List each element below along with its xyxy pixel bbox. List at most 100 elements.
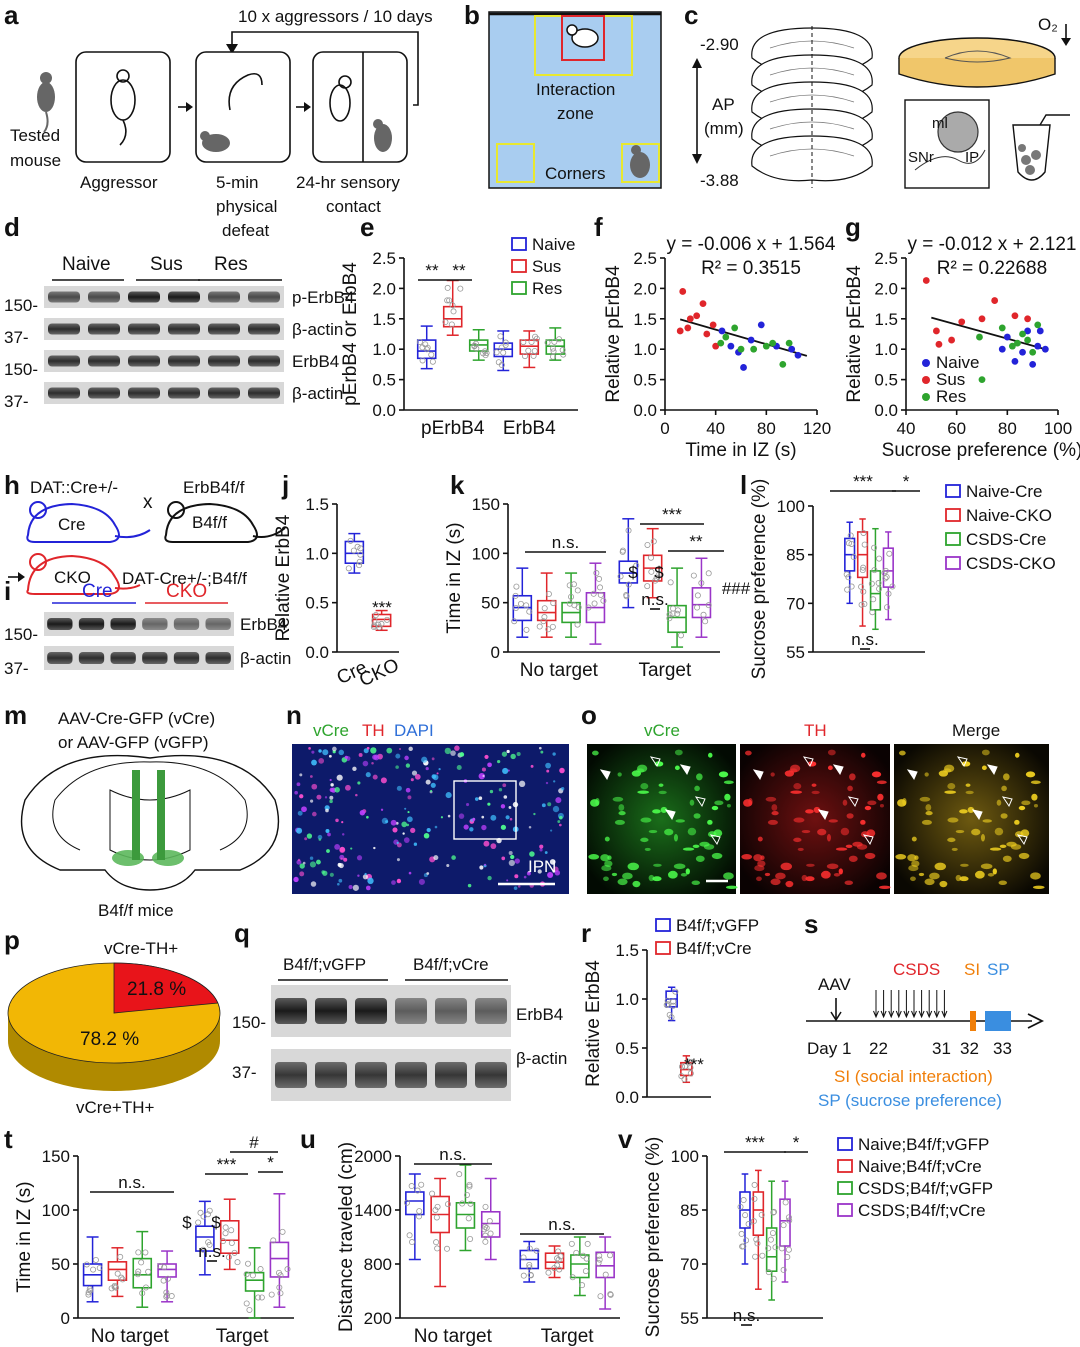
data-point (884, 604, 891, 611)
row-label-1: β-actin (292, 320, 343, 339)
mw-label-1: 37- (232, 1063, 257, 1082)
cell (652, 809, 661, 814)
cell (430, 782, 436, 788)
cell (436, 772, 439, 775)
chart-u-box-6 (568, 1236, 591, 1297)
chart-f-point-green-6 (769, 339, 777, 347)
data-point (433, 1239, 440, 1246)
cell (703, 844, 715, 850)
cell (757, 836, 763, 842)
cell (560, 787, 565, 791)
mice-label: B4f/f mice (98, 901, 174, 920)
cell (801, 829, 811, 834)
chart-f-point-blue-4 (747, 336, 755, 344)
data-point (770, 1209, 777, 1216)
day-31: 31 (932, 1039, 951, 1058)
chart-v-box-3 (778, 1180, 793, 1283)
blot-band (88, 291, 120, 303)
box-iqr (882, 547, 894, 588)
box-iqr (869, 570, 882, 611)
virus-label-2: or AAV-GFP (vGFP) (58, 733, 209, 752)
chart-f-point-green-1 (722, 333, 730, 341)
cell (588, 854, 600, 860)
chart-g-xtick-label: 60 (947, 419, 966, 438)
data-point (617, 573, 624, 580)
cell (390, 819, 397, 826)
cell (404, 807, 407, 810)
chart-g-point-green-3 (1014, 339, 1021, 347)
cell (640, 837, 649, 843)
cell (726, 804, 731, 808)
cell (1018, 852, 1030, 860)
chart-r-ylabel: Relative ErbB4 (583, 960, 604, 1087)
chart-l-box-2 (868, 527, 883, 631)
cell (407, 811, 410, 814)
cell (711, 805, 719, 811)
data-point (644, 541, 651, 548)
chart-r-box-1 (678, 1055, 695, 1084)
cell (293, 876, 299, 883)
blot-band (128, 355, 160, 367)
data-point (619, 547, 626, 554)
cell (813, 806, 821, 814)
cell (440, 816, 444, 819)
data-point (545, 626, 552, 633)
cross-arrow-icon (18, 572, 25, 582)
cell (685, 868, 690, 875)
data-point (860, 588, 867, 595)
data-point (550, 600, 557, 607)
blot-band (208, 291, 240, 303)
chart-e-box-5 (544, 327, 567, 361)
data-point (449, 302, 456, 309)
arrowhead-icon (802, 756, 814, 768)
panel-letter-c: c (684, 0, 698, 30)
cell (811, 790, 820, 795)
cell (373, 846, 376, 850)
data-point (674, 610, 681, 617)
chart-k-box-0 (511, 567, 533, 638)
chart-g-point-green-1 (998, 324, 1006, 332)
data-point (528, 338, 535, 345)
cell (1015, 752, 1020, 758)
cell (1003, 773, 1010, 781)
cell (328, 754, 332, 758)
csds-arrow-icon (941, 1010, 948, 1019)
corner-left (496, 143, 535, 183)
data-point (670, 998, 677, 1005)
panel-letter-h: h (4, 470, 20, 500)
cell (391, 880, 396, 885)
data-point (868, 580, 875, 587)
target-mouse-icon (566, 24, 599, 48)
cell (357, 781, 361, 785)
data-point (740, 1197, 747, 1204)
coronal-brain (20, 754, 280, 891)
arrowhead-icon (832, 764, 844, 776)
cell (907, 854, 917, 862)
legend-v-label-1: Naive;B4f/f;vCre (858, 1157, 982, 1176)
enclosure (561, 15, 605, 61)
cell (406, 823, 410, 827)
cell (306, 833, 313, 839)
cell (618, 810, 626, 816)
aggressor-label: Aggressor (80, 173, 158, 192)
cell (343, 857, 348, 862)
cell (559, 815, 563, 820)
cell (944, 790, 957, 794)
box-iqr (416, 339, 437, 360)
chart-g-legend-2: Res (936, 387, 966, 406)
cell (490, 814, 497, 821)
cell (508, 851, 513, 856)
cell (785, 880, 794, 888)
defeat-label-3: defeat (222, 221, 270, 240)
box-iqr (132, 1257, 153, 1289)
chart-e-box-2 (468, 328, 490, 361)
csds-arrow-icon (888, 1010, 895, 1019)
cell (980, 833, 985, 842)
cell (309, 861, 317, 868)
cell (407, 795, 412, 800)
data-point (163, 1289, 170, 1296)
cell (466, 803, 470, 807)
